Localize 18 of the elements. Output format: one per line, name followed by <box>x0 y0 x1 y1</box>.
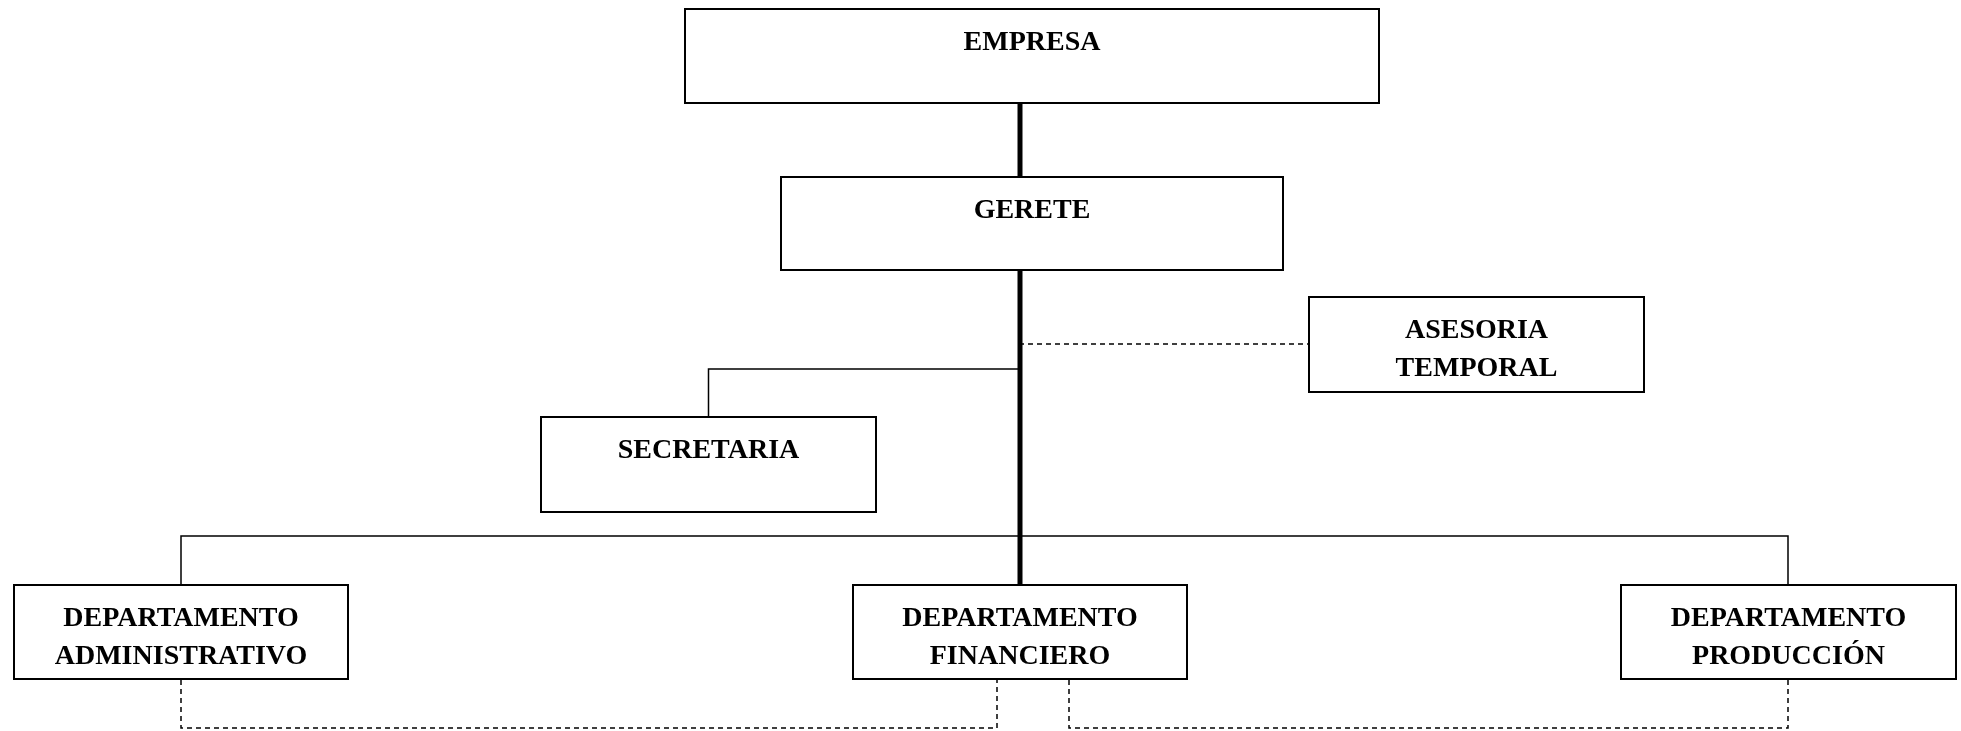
org-box <box>684 8 1380 104</box>
org-box <box>1620 584 1957 680</box>
box-label: DEPARTAMENTO ADMINISTRATIVO <box>53 600 309 672</box>
connector-line <box>1017 104 1023 176</box>
box-label: DEPARTAMENTO PRODUCCIÓN <box>1669 600 1908 672</box>
dashed-connector <box>180 679 998 729</box>
box-label: ASESORIA TEMPORAL <box>1394 312 1559 384</box>
org-box <box>852 584 1188 680</box>
connector-line <box>1017 271 1023 584</box>
box-label: DEPARTAMENTO FINANCIERO <box>901 600 1139 672</box>
box-label: GERETE <box>972 192 1092 226</box>
dashed-connector <box>1068 679 1789 729</box>
org-box <box>540 416 877 513</box>
org-box <box>1308 296 1645 393</box>
box-label: EMPRESA <box>962 24 1102 58</box>
org-box <box>13 584 349 680</box>
box-label: SECRETARIA <box>616 432 801 466</box>
org-box <box>780 176 1284 271</box>
